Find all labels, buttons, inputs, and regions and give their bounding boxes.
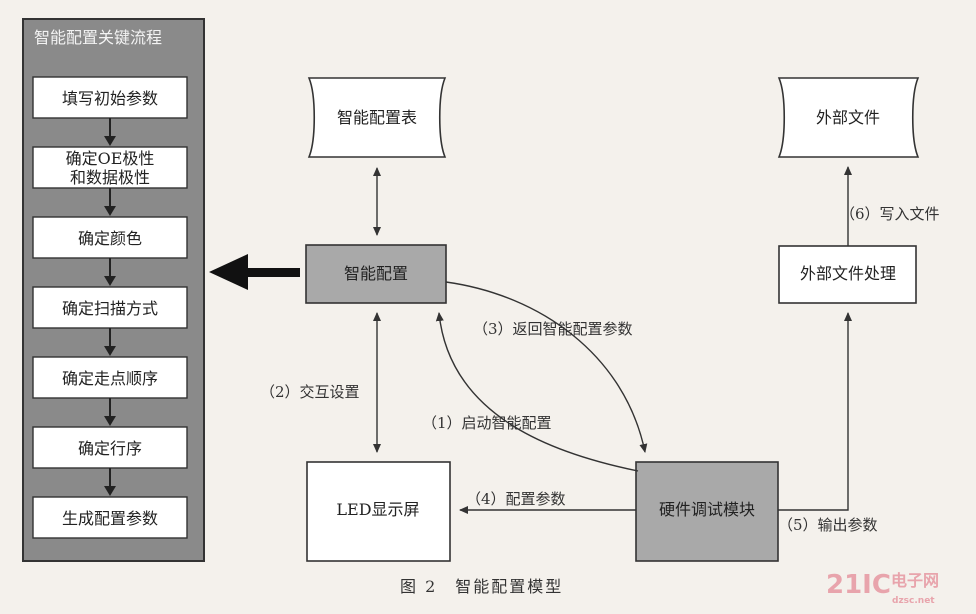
config-table-document: 智能配置表: [307, 77, 447, 158]
process-step-box: [32, 426, 188, 469]
process-step-6: 确定行序: [32, 426, 188, 469]
edge-label-config-params: （4）配置参数: [466, 490, 566, 508]
start-config-curve: [435, 312, 639, 472]
panel-title: 智能配置关键流程: [34, 28, 162, 47]
hardware-debug-label: 硬件调试模块: [659, 500, 755, 519]
arrow-down-icon: [104, 486, 116, 496]
arrow-down-icon: [104, 206, 116, 216]
edge-label-write-file: （6）写入文件: [840, 205, 940, 223]
process-step-box: [32, 496, 188, 539]
process-step-box: [32, 286, 188, 329]
process-step-box: [32, 356, 188, 399]
process-step-label: 确定走点顺序: [62, 369, 158, 388]
arrow-down-icon: [104, 346, 116, 356]
process-step-box: [32, 76, 188, 119]
watermark-cn: 电子网: [891, 571, 939, 590]
site-watermark-logo: 21IC 电子网 dzsc.net: [826, 570, 939, 606]
arrow-down-icon: [104, 416, 116, 426]
watermark-brand: 21IC: [826, 570, 891, 600]
return-params-curve: [445, 281, 648, 453]
smart-config-label: 智能配置: [344, 264, 408, 283]
connectors: [373, 166, 852, 514]
process-step-label: 生成配置参数: [62, 509, 158, 528]
process-step-7: 生成配置参数: [32, 496, 188, 539]
external-processing-box: 外部文件处理: [778, 245, 917, 304]
smart-config-box: 智能配置: [305, 244, 447, 304]
led-screen-box: LED显示屏: [306, 461, 451, 562]
led-screen-label: LED显示屏: [336, 500, 419, 519]
output-params-link: [778, 312, 852, 511]
process-step-label: 确定颜色: [78, 229, 142, 248]
process-step-3: 确定颜色: [32, 216, 188, 259]
process-step-label: 确定扫描方式: [62, 299, 158, 318]
config-table-label: 智能配置表: [337, 108, 417, 127]
arrow-down-icon: [104, 136, 116, 146]
edge-label-interactive-setup: （2）交互设置: [260, 383, 360, 401]
key-process-panel: 智能配置关键流程 填写初始参数确定OE极性和数据极性确定颜色确定扫描方式确定走点…: [22, 18, 205, 562]
process-steps: 填写初始参数确定OE极性和数据极性确定颜色确定扫描方式确定走点顺序确定行序生成配…: [32, 76, 188, 539]
watermark-site: dzsc.net: [892, 596, 935, 606]
edge-label-return-params: （3）返回智能配置参数: [473, 320, 633, 338]
external-processing-label: 外部文件处理: [800, 264, 896, 283]
big-left-arrow-icon: [209, 254, 300, 290]
process-step-label: 填写初始参数: [62, 89, 158, 108]
figure-caption: 图 2 智能配置模型: [400, 577, 563, 596]
process-step-label: 确定OE极性: [66, 149, 155, 168]
process-step-1: 填写初始参数: [32, 76, 188, 119]
process-step-4: 确定扫描方式: [32, 286, 188, 329]
process-step-5: 确定走点顺序: [32, 356, 188, 399]
edge-label-output-params: （5）输出参数: [778, 516, 878, 534]
process-step-label: 确定行序: [78, 439, 142, 458]
external-file-document: 外部文件: [777, 77, 920, 158]
process-step-label: 和数据极性: [70, 168, 150, 187]
hardware-debug-box: 硬件调试模块: [635, 461, 779, 562]
arrow-down-icon: [104, 276, 116, 286]
edge-label-start-config: （1）启动智能配置: [422, 414, 552, 432]
external-file-label: 外部文件: [816, 108, 880, 127]
